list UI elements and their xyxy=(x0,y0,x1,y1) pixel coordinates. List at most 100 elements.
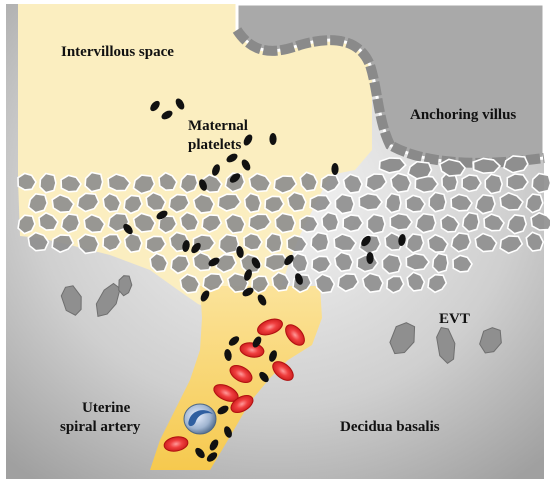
trophoblast-cell xyxy=(51,193,75,214)
cytotrophoblast-cell-layer xyxy=(17,155,550,294)
trophoblast-cell xyxy=(381,253,402,275)
platelet-icon xyxy=(226,153,238,163)
platelet-icon xyxy=(284,254,294,266)
platelet-icon xyxy=(269,133,277,145)
platelet-icon xyxy=(244,269,252,281)
platelet-icon xyxy=(243,134,253,146)
trophoblast-cell xyxy=(378,157,407,174)
platelet-icon xyxy=(224,349,232,361)
trophoblast-cell xyxy=(499,191,524,211)
trophoblast-cell xyxy=(311,255,332,274)
trophoblast-cell xyxy=(77,233,100,255)
platelet-icon xyxy=(236,246,244,258)
platelet-icon xyxy=(161,110,173,120)
trophoblast-cell xyxy=(123,194,143,215)
trophoblast-cell xyxy=(314,273,336,294)
trophoblast-cell xyxy=(248,213,272,232)
trophoblast-cell xyxy=(499,235,524,255)
platelet-icon xyxy=(295,273,303,285)
trophoblast-cell xyxy=(342,173,363,194)
platelet-icon xyxy=(361,235,371,247)
intervillous-space-region xyxy=(18,4,372,312)
trophoblast-cell xyxy=(243,232,263,251)
trophoblast-cell xyxy=(405,194,426,213)
platelet-icon xyxy=(229,173,241,183)
trophoblast-cell xyxy=(132,212,157,233)
trophoblast-cell xyxy=(290,252,309,274)
trophoblast-cell xyxy=(440,213,460,233)
trophoblast-cell xyxy=(310,231,330,253)
trophoblast-cell xyxy=(271,271,291,292)
trophoblast-cell xyxy=(405,233,425,254)
trophoblast-cell xyxy=(333,233,357,252)
maternal-platelet-group xyxy=(123,98,406,462)
trophoblast-cell xyxy=(226,272,249,294)
label-uterine-line1: Uterine xyxy=(82,400,131,416)
platelet-icon xyxy=(212,164,220,176)
trophoblast-cell xyxy=(390,172,412,194)
platelet-icon xyxy=(200,290,210,302)
platelet-icon xyxy=(252,336,262,348)
trophoblast-cell xyxy=(179,173,199,194)
anchoring-villus-edge xyxy=(232,27,545,168)
trophoblast-cell xyxy=(158,171,178,192)
platelet-icon xyxy=(182,240,190,252)
trophoblast-cell xyxy=(321,211,340,233)
platelet-icon xyxy=(191,242,201,254)
platelet-icon xyxy=(206,452,218,462)
platelet-icon xyxy=(366,252,374,264)
trophoblast-cell xyxy=(427,233,449,254)
trophoblast-cell xyxy=(525,231,545,252)
platelet-icon xyxy=(331,163,339,175)
trophoblast-cell xyxy=(132,174,156,195)
trophoblast-cell xyxy=(51,234,75,254)
trophoblast-cell xyxy=(406,271,426,292)
trophoblast-cell xyxy=(361,272,384,294)
trophoblast-cell xyxy=(179,273,201,294)
platelet-icon xyxy=(156,210,168,220)
red-blood-cell xyxy=(163,436,189,452)
trophoblast-cell xyxy=(39,172,57,194)
trophoblast-cell xyxy=(299,214,319,234)
trophoblast-cell xyxy=(386,275,405,294)
red-blood-cell xyxy=(285,324,305,346)
platelet-icon xyxy=(398,234,406,246)
trophoblast-cell xyxy=(358,192,384,211)
trophoblast-cell xyxy=(264,195,285,214)
trophoblast-cell xyxy=(201,214,223,234)
trophoblast-cell xyxy=(334,193,355,215)
trophoblast-cell xyxy=(17,172,37,191)
trophoblast-cell xyxy=(450,193,473,212)
trophoblast-cell xyxy=(309,194,332,213)
trophoblast-cell xyxy=(484,173,504,195)
trophoblast-cell xyxy=(60,174,82,193)
trophoblast-cell xyxy=(438,158,467,177)
trophoblast-cell xyxy=(461,211,480,233)
trophoblast-cell xyxy=(414,175,439,194)
trophoblast-cell xyxy=(415,212,437,234)
trophoblast-cell xyxy=(224,213,246,235)
platelet-icon xyxy=(228,336,240,346)
trophoblast-cell xyxy=(366,213,386,235)
trophoblast-cell xyxy=(299,171,319,192)
trophoblast-cell xyxy=(530,211,550,231)
trophoblast-cell xyxy=(428,191,447,213)
label-maternal-platelets-line2: platelets xyxy=(188,137,241,153)
trophoblast-cell xyxy=(170,254,191,275)
trophoblast-cell xyxy=(384,192,402,214)
trophoblast-cell xyxy=(337,272,360,293)
trophoblast-cell xyxy=(506,173,529,192)
platelet-icon xyxy=(269,350,277,362)
trophoblast-cell xyxy=(342,214,364,233)
trophoblast-cell xyxy=(389,212,413,231)
trophoblast-cell xyxy=(76,192,100,213)
platelet-icon xyxy=(217,405,229,415)
red-blood-cell xyxy=(257,318,283,336)
trophoblast-cell xyxy=(224,172,246,193)
trophoblast-cell xyxy=(102,233,122,252)
trophoblast-cell xyxy=(506,214,528,235)
platelet-icon xyxy=(199,179,207,191)
trophoblast-cell xyxy=(274,212,297,234)
platelet-icon xyxy=(175,98,185,110)
